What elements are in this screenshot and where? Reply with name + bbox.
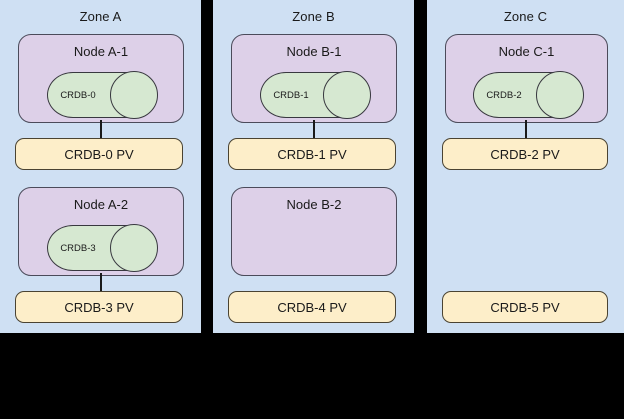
node-b-1[interactable]: Node B-1 CRDB-1 bbox=[231, 34, 397, 123]
database-crdb-2-label: CRDB-2 bbox=[486, 89, 522, 101]
node-c-1-label: Node C-1 bbox=[498, 44, 555, 59]
cylinder-cap bbox=[536, 71, 584, 119]
node-a-1-label: Node A-1 bbox=[73, 44, 129, 59]
pv-crdb-3[interactable]: CRDB-3 PV bbox=[15, 291, 183, 323]
zone-a: Zone A Node A-1 CRDB-0 CRDB-0 PV Node A-… bbox=[0, 0, 201, 333]
pv-crdb-1[interactable]: CRDB-1 PV bbox=[228, 138, 396, 170]
database-crdb-2[interactable]: CRDB-2 bbox=[473, 71, 584, 119]
pv-crdb-3-label: CRDB-3 PV bbox=[64, 299, 134, 315]
pv-crdb-1-label: CRDB-1 PV bbox=[277, 146, 347, 162]
node-b-1-label: Node B-1 bbox=[286, 44, 342, 59]
cylinder-cap bbox=[110, 71, 158, 119]
cylinder-cap bbox=[110, 224, 158, 272]
pv-crdb-5[interactable]: CRDB-5 PV bbox=[442, 291, 608, 323]
pv-crdb-0[interactable]: CRDB-0 PV bbox=[15, 138, 183, 170]
connector-node-a-2-to-pv-crdb-3 bbox=[100, 273, 102, 292]
node-b-2-label: Node B-2 bbox=[286, 197, 342, 212]
database-crdb-3[interactable]: CRDB-3 bbox=[47, 224, 158, 272]
pv-crdb-5-label: CRDB-5 PV bbox=[490, 299, 560, 315]
connector-node-a-1-to-pv-crdb-0 bbox=[100, 120, 102, 139]
zone-c-label: Zone C bbox=[503, 9, 548, 24]
zone-c: Zone C Node C-1 CRDB-2 CRDB-2 PV CRDB-5 … bbox=[427, 0, 624, 333]
zone-b: Zone B Node B-1 CRDB-1 CRDB-1 PV Node B-… bbox=[213, 0, 414, 333]
node-a-2[interactable]: Node A-2 CRDB-3 bbox=[18, 187, 184, 276]
connector-node-b-1-to-pv-crdb-1 bbox=[313, 120, 315, 139]
connector-node-c-1-to-pv-crdb-2 bbox=[525, 120, 527, 139]
node-b-2[interactable]: Node B-2 bbox=[231, 187, 397, 276]
database-crdb-1-label: CRDB-1 bbox=[273, 89, 309, 101]
node-a-2-label: Node A-2 bbox=[73, 197, 129, 212]
pv-crdb-4[interactable]: CRDB-4 PV bbox=[228, 291, 396, 323]
pv-crdb-4-label: CRDB-4 PV bbox=[277, 299, 347, 315]
node-c-1[interactable]: Node C-1 CRDB-2 bbox=[445, 34, 608, 123]
database-crdb-3-label: CRDB-3 bbox=[60, 242, 96, 254]
database-crdb-0[interactable]: CRDB-0 bbox=[47, 71, 158, 119]
database-crdb-0-label: CRDB-0 bbox=[60, 89, 96, 101]
cylinder-cap bbox=[323, 71, 371, 119]
database-crdb-1[interactable]: CRDB-1 bbox=[260, 71, 371, 119]
zone-a-label: Zone A bbox=[79, 9, 122, 24]
node-a-1[interactable]: Node A-1 CRDB-0 bbox=[18, 34, 184, 123]
zone-b-label: Zone B bbox=[292, 9, 335, 24]
pv-crdb-0-label: CRDB-0 PV bbox=[64, 146, 134, 162]
pv-crdb-2[interactable]: CRDB-2 PV bbox=[442, 138, 608, 170]
pv-crdb-2-label: CRDB-2 PV bbox=[490, 146, 560, 162]
